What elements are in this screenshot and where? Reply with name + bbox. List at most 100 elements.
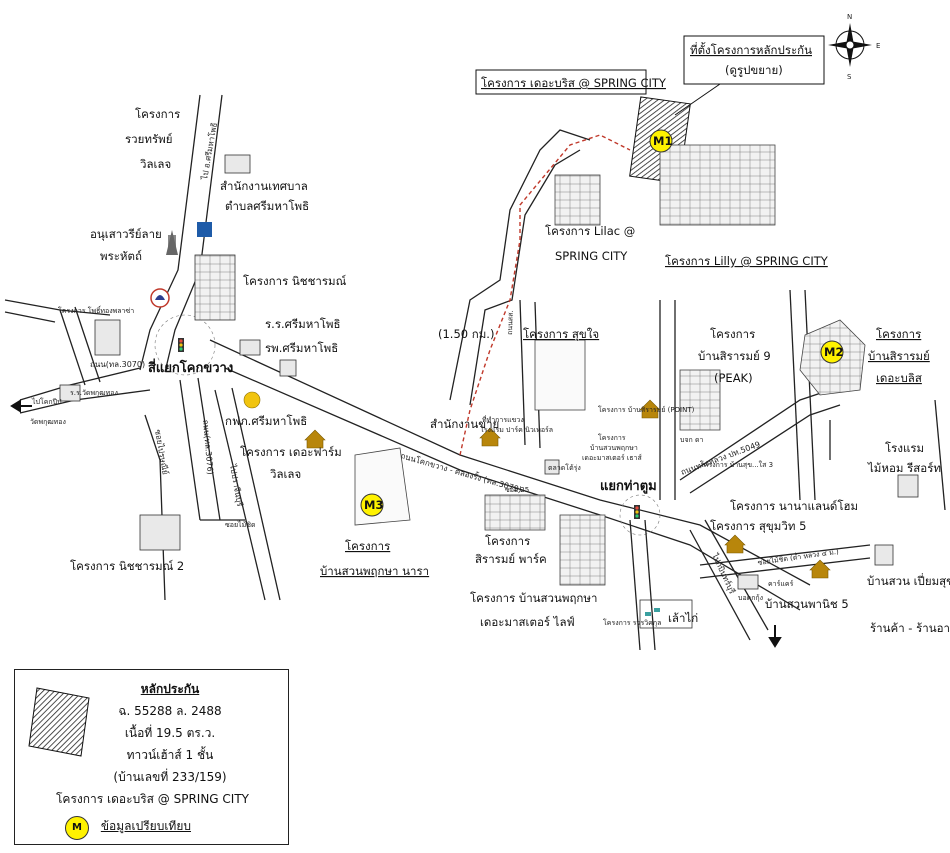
label-hosp-sri: รพ.ศรีมหาโพธิ <box>265 341 338 355</box>
label-school-sri: ร.ร.ศรีมหาโพธิ <box>265 317 341 331</box>
label-small-9: โครงการ บ้านสุข...ใส 3 <box>700 460 773 469</box>
legend-title: หลักประกัน <box>140 682 200 696</box>
nichcharm-building <box>194 254 236 321</box>
label-road-3070: ถนน(ทล.3070) <box>90 360 145 369</box>
label-tessaban-2: ตำบลศรีมหาโพธิ <box>225 199 309 213</box>
label-lilly: โครงการ Lilly @ SPRING CITY <box>665 254 829 268</box>
svg-text:M1: M1 <box>653 134 672 148</box>
label-park-1: บ้านสวน เปี่ยมสุข <box>867 573 950 588</box>
sirarom-park-block <box>484 494 546 531</box>
sukjai-block <box>534 339 586 411</box>
label-to-prachin: ไปปราจีนบุรี <box>228 463 245 508</box>
label-monument-1: อนุเสาวรีย์ลาย <box>90 227 162 241</box>
label-sukhumvit5: โครงการ สุขุมวิท 5 <box>710 519 806 533</box>
legend-line2: เนื้อที่ 19.5 ตร.ว. <box>124 726 216 740</box>
label-nana: โครงการ นานาแลนด์โฮม <box>730 499 858 513</box>
label-small-8: ตลาดโต้รุ่ง <box>548 463 581 472</box>
compass-n: N <box>847 13 852 21</box>
label-road-ss: ถนนสส. <box>506 310 515 335</box>
label-sirarom-park-1: โครงการ <box>485 534 530 548</box>
label-the-farm-1: โครงการ เดอะฟาร์ม <box>240 445 342 459</box>
project-box-text: โครงการ เดอะบริส @ SPRING CITY <box>481 76 667 90</box>
svg-text:M3: M3 <box>364 498 383 512</box>
label-pea: กฟภ.ศรีมหาโพธิ <box>225 414 307 428</box>
label-small-3: โครงการ <box>598 433 626 442</box>
label-m2-2: บ้านสิรารมย์ <box>868 349 930 363</box>
label-small-10: โครงการ รวรวิคกุล <box>603 618 661 627</box>
label-lilac-1: โครงการ Lilac @ <box>545 224 635 238</box>
label-wat: วัดพกุฒทอง <box>30 418 66 426</box>
legend-marker-label: ข้อมูลเปรียบเทียบ <box>100 819 191 833</box>
label-m2-1: โครงการ <box>876 327 921 341</box>
label-hotel-1: โรงแรม <box>885 441 924 455</box>
marker-m2[interactable]: M2 <box>820 340 844 364</box>
marker-m3[interactable]: M3 <box>360 493 384 517</box>
label-soi-ban: ซอยไม้ชิด (ต่ำ หลวง ๔ ม.) <box>757 547 839 567</box>
chicken-farm-icons <box>645 608 660 616</box>
spring-city-area <box>554 96 776 226</box>
legend-marker: M <box>65 816 89 840</box>
project-box <box>475 69 647 95</box>
label-road-3076: ถนน(ทล.3076) <box>201 419 215 475</box>
label-monument-2: พระหัตถ์ <box>100 249 142 263</box>
label-tessaban-1: สำนักงานเทศบาล <box>220 179 308 193</box>
pruksa-master-block <box>559 514 606 586</box>
label-m2-3: เดอะบลิส <box>876 371 922 385</box>
label-m3-1: โครงการ <box>345 539 390 553</box>
compass-s: S <box>847 73 852 81</box>
label-road-yaek: ถนนทางหลวง ปท.5049 <box>680 440 762 477</box>
label-small-pho: โครงการ โพธิ์ทองพลาซ่า <box>58 305 134 315</box>
traffic-light-icon <box>178 338 640 519</box>
label-four-way: สี่แยกโคกขวาง <box>148 358 233 376</box>
label-lao-kai: เล้าไก่ <box>668 611 698 625</box>
label-sirarom-park-2: สิรารมย์ พาร์ค <box>475 552 547 566</box>
label-ruaysap-2: รวยทรัพย์ <box>125 132 172 146</box>
label-nichcharm2: โครงการ นิชชารมณ์ 2 <box>70 559 184 573</box>
label-nichcharm: โครงการ นิชชารมณ์ <box>243 274 347 288</box>
legend-line4: (บ้านเลขที่ 233/159) <box>113 770 227 784</box>
arrow-icons <box>10 399 782 648</box>
collateral-sub: (ดูรูปขยาย) <box>725 63 783 77</box>
bank-logo-icon <box>197 222 212 237</box>
label-road-sirimahapho: ไป อ.ศรีมหาโพธิ <box>199 122 219 182</box>
label-small-2: โรงแรม ปาร์ค นิวเทอร์ล <box>480 425 553 434</box>
label-soi-25: ซอย 25 <box>505 486 529 494</box>
label-school-wat: ร.ร.วัดพกุฒทอง <box>70 389 118 397</box>
road-network <box>4 94 946 651</box>
gas-station-icon <box>150 288 170 308</box>
label-to-khok-pip: ไปโคกปีป <box>31 397 62 406</box>
label-bandsuan5: บ้านสวนพานิช 5 <box>765 597 849 611</box>
house-icons <box>304 399 831 579</box>
label-soi-mai: ซอยไม้ชิด <box>225 520 256 529</box>
label-small-1: ที่ทำการแขวง <box>482 415 524 424</box>
compass-rose: N S E W <box>817 13 880 81</box>
label-sirarom9-1: โครงการ <box>710 327 755 341</box>
label-pruksa-2: เดอะมาสเตอร์ ไลฟ์ <box>480 615 575 629</box>
collateral-title: ที่ตั้งโครงการหลักประกัน <box>690 42 812 57</box>
monument-icon <box>166 230 178 255</box>
label-small-6: โครงการ บ้านสิรารมย์ (POINT) <box>598 405 695 414</box>
label-m3-2: บ้านสวนพฤกษา นารา <box>320 564 429 578</box>
label-ruaysap-1: โครงการ <box>135 107 180 121</box>
label-office: สำนักงานขาย <box>430 417 499 431</box>
sirarom9-block <box>679 369 721 431</box>
label-sukjai: โครงการ สุขใจ <box>523 327 599 341</box>
collateral-pointer <box>674 83 721 116</box>
label-dist: (1.50 กม.) <box>438 327 494 341</box>
label-sirarom9-3: (PEAK) <box>714 371 753 385</box>
label-pruksa-1: โครงการ บ้านสวนพฤกษา <box>470 591 597 605</box>
label-small-7: บจก ดา <box>680 436 704 444</box>
label-yaek-tatoom: แยกท่าตูม <box>600 479 657 494</box>
building-icons <box>59 154 919 590</box>
pea-icon <box>243 391 261 409</box>
label-ruaysap-3: วิลเลจ <box>139 157 171 171</box>
svg-text:M2: M2 <box>824 345 843 359</box>
label-boat: บอดกกุ้ง <box>738 594 763 602</box>
legend-line5: โครงการ เดอะบริส @ SPRING CITY <box>55 792 249 806</box>
marker-m1[interactable]: M1 <box>649 129 673 153</box>
label-hotel-2: ไม้หอม รีสอร์ท <box>867 461 941 475</box>
label-shop: ร้านค้า - ร้านอาหาร <box>870 621 950 635</box>
label-soi-pra: ซอยไปรษณีย์ <box>153 429 171 476</box>
label-small-5: เดอะมาสเตอร์ เธาส์ <box>582 454 642 462</box>
route-to-collateral <box>459 134 631 456</box>
